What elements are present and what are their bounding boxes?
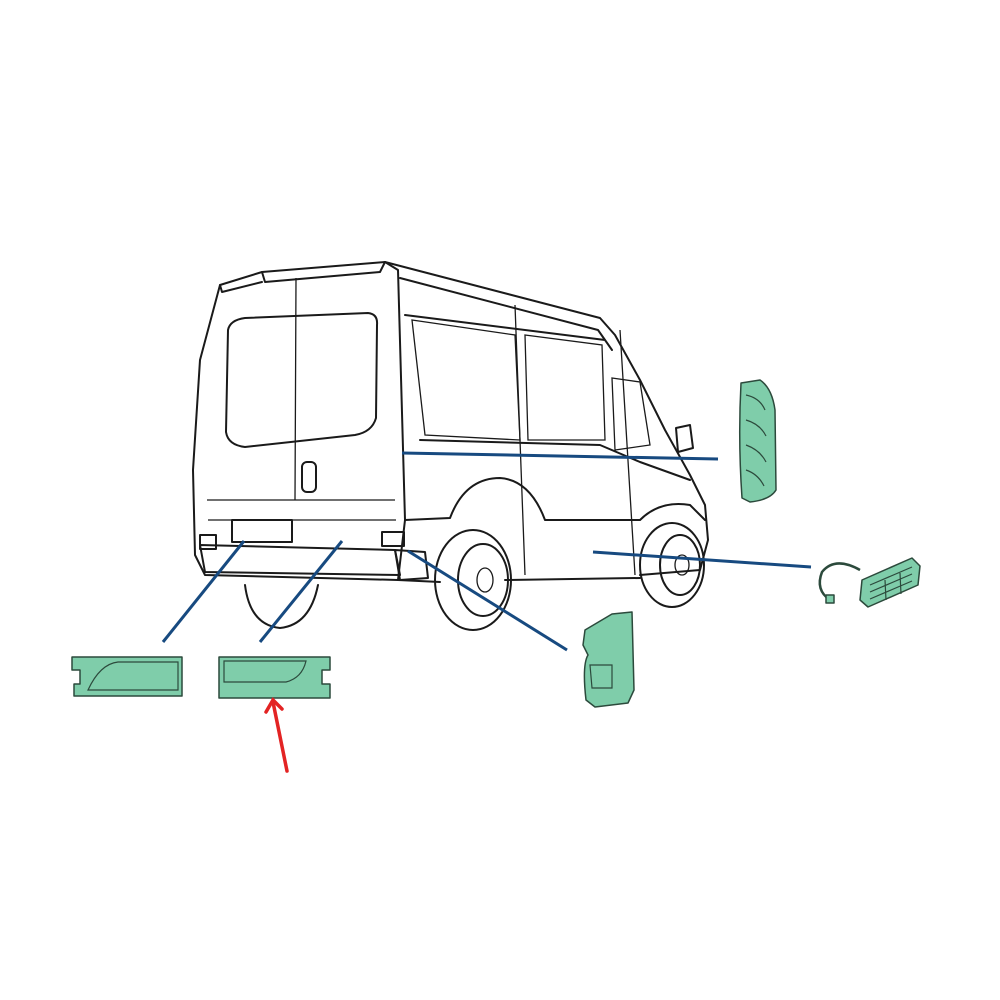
leader-line-side-marker (592, 550, 812, 569)
van-side-belt (399, 277, 691, 481)
part-corner-bumper (582, 611, 635, 708)
side-windows (411, 319, 651, 451)
tail-light-right (381, 531, 405, 547)
highlight-arrow (264, 697, 289, 773)
van-rear-face (192, 261, 406, 581)
mirror (675, 424, 694, 453)
parts (71, 379, 921, 708)
leader-lines (161, 451, 812, 652)
van-drawing (192, 261, 709, 631)
front-wheel (639, 522, 705, 608)
spare-area (244, 584, 319, 629)
rear-wheel (434, 529, 512, 631)
leader-line-plate-left (161, 540, 246, 643)
leader-line-mirror-light (401, 451, 719, 461)
rear-corner-bumper (394, 549, 429, 581)
part-plate-light-left (71, 656, 183, 697)
leader-line-plate-right (258, 540, 344, 643)
leader-line-corner-bumper (407, 549, 568, 652)
part-mirror-indicator (738, 379, 777, 503)
rear-door-handle (301, 461, 317, 493)
license-plate (231, 519, 293, 543)
tail-light-left (199, 534, 217, 550)
van-lower-side (397, 477, 706, 583)
part-side-marker-light (818, 557, 921, 608)
part-plate-light-right (218, 656, 331, 699)
van-rear-window (225, 312, 379, 448)
side-door-lines (514, 304, 636, 576)
roof-rails (219, 261, 386, 293)
van-roof-side (384, 261, 709, 576)
